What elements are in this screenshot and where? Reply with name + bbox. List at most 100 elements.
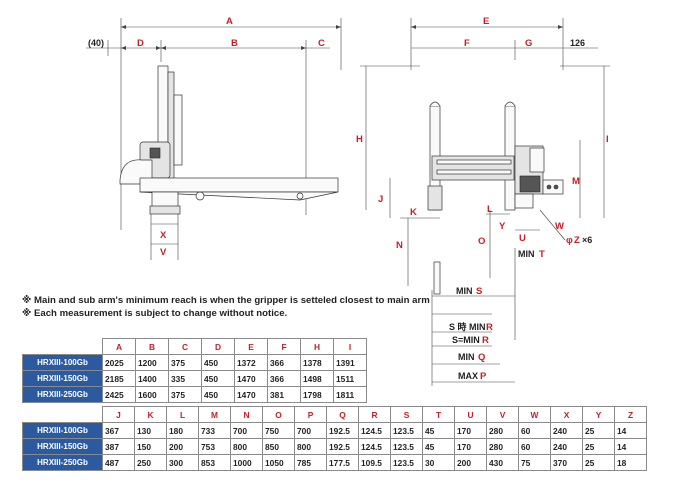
value-cell: 2185 bbox=[102, 370, 136, 387]
model-cell: HRXIII-250Gb bbox=[22, 454, 103, 471]
value-cell: 1050 bbox=[262, 454, 295, 471]
value-cell: 1372 bbox=[234, 354, 268, 371]
model-cell: HRXIII-250Gb bbox=[22, 386, 103, 403]
value-cell: 450 bbox=[201, 386, 235, 403]
value-cell: 177.5 bbox=[326, 454, 359, 471]
value-cell: 280 bbox=[486, 438, 519, 455]
value-cell: 192.5 bbox=[326, 438, 359, 455]
value-cell: 45 bbox=[422, 422, 455, 439]
value-cell: 753 bbox=[198, 438, 231, 455]
phi-z-suffix: ×6 bbox=[582, 235, 592, 245]
maxp-suffix: P bbox=[480, 371, 487, 382]
value-cell: 800 bbox=[294, 438, 327, 455]
value-cell: 1470 bbox=[234, 370, 268, 387]
value-cell: 1511 bbox=[333, 370, 367, 387]
value-cell: 1498 bbox=[300, 370, 334, 387]
col-header: X bbox=[550, 406, 583, 423]
value-cell: 387 bbox=[102, 438, 135, 455]
minq-prefix: MIN bbox=[458, 352, 475, 362]
value-cell: 450 bbox=[201, 354, 235, 371]
value-cell: 25 bbox=[582, 422, 615, 439]
value-cell: 75 bbox=[518, 454, 551, 471]
table-row: HRXIII-100Gb 2025 1200 375 450 1372 366 … bbox=[22, 354, 367, 371]
col-header: F bbox=[267, 338, 301, 355]
value-cell: 700 bbox=[294, 422, 327, 439]
table-header-row: J K L M N O P Q R S T U V W X Y Z bbox=[23, 406, 647, 423]
value-cell: 170 bbox=[454, 438, 487, 455]
value-cell: 785 bbox=[294, 454, 327, 471]
left-view: A (40) D B C X V bbox=[86, 16, 342, 260]
dim-label-e: E bbox=[483, 16, 489, 27]
dim-label-c: C bbox=[318, 38, 325, 49]
mint-prefix: MIN bbox=[518, 249, 535, 259]
col-header: Q bbox=[326, 406, 359, 423]
col-header: K bbox=[134, 406, 167, 423]
value-cell: 366 bbox=[267, 354, 301, 371]
dim-label-m: M bbox=[572, 176, 580, 187]
dim-label-g: G bbox=[525, 38, 532, 49]
model-cell: HRXIII-150Gb bbox=[22, 438, 103, 455]
value-cell: 1391 bbox=[333, 354, 367, 371]
table-row: HRXIII-150Gb 387 150 200 753 800 850 800… bbox=[22, 438, 647, 455]
value-cell: 200 bbox=[166, 438, 199, 455]
dim-label-n: N bbox=[396, 240, 403, 251]
col-header: N bbox=[230, 406, 263, 423]
value-cell: 170 bbox=[454, 422, 487, 439]
sminr-prefix: S 時 MIN bbox=[449, 321, 486, 332]
dim-label-f: F bbox=[464, 38, 470, 49]
dim-label-forty: (40) bbox=[88, 38, 104, 48]
dim-label-a: A bbox=[226, 16, 233, 27]
value-cell: 450 bbox=[201, 370, 235, 387]
value-cell: 1798 bbox=[300, 386, 334, 403]
value-cell: 430 bbox=[486, 454, 519, 471]
dim-label-w: W bbox=[555, 221, 564, 232]
value-cell: 1400 bbox=[135, 370, 169, 387]
col-header: A bbox=[102, 338, 136, 355]
value-cell: 124.5 bbox=[358, 438, 391, 455]
value-cell: 18 bbox=[614, 454, 647, 471]
dim-label-b: B bbox=[231, 38, 238, 49]
value-cell: 1470 bbox=[234, 386, 268, 403]
value-cell: 381 bbox=[267, 386, 301, 403]
dim-label-o: O bbox=[478, 236, 485, 247]
value-cell: 850 bbox=[262, 438, 295, 455]
value-cell: 240 bbox=[550, 438, 583, 455]
value-cell: 800 bbox=[230, 438, 263, 455]
value-cell: 25 bbox=[582, 438, 615, 455]
mins-prefix: MIN bbox=[456, 286, 473, 296]
dim-label-u: U bbox=[519, 233, 526, 244]
note-line-1: ※ Main and sub arm's minimum reach is wh… bbox=[22, 295, 430, 306]
value-cell: 123.5 bbox=[390, 422, 423, 439]
mint-suffix: T bbox=[539, 249, 545, 260]
dim-label-k: K bbox=[410, 207, 417, 218]
value-cell: 192.5 bbox=[326, 422, 359, 439]
notes: ※ Main and sub arm's minimum reach is wh… bbox=[22, 294, 430, 320]
value-cell: 853 bbox=[198, 454, 231, 471]
col-header: C bbox=[168, 338, 202, 355]
value-cell: 25 bbox=[582, 454, 615, 471]
lower-dimensions: S 時 MIN R S=MIN R MIN Q MAX P bbox=[431, 290, 516, 386]
value-cell: 335 bbox=[168, 370, 202, 387]
value-cell: 45 bbox=[422, 438, 455, 455]
table-row: HRXIII-150Gb 2185 1400 335 450 1470 366 … bbox=[22, 370, 367, 387]
value-cell: 280 bbox=[486, 422, 519, 439]
col-header: Y bbox=[582, 406, 615, 423]
value-cell: 375 bbox=[168, 354, 202, 371]
col-header: H bbox=[300, 338, 334, 355]
value-cell: 370 bbox=[550, 454, 583, 471]
col-header: V bbox=[486, 406, 519, 423]
value-cell: 750 bbox=[262, 422, 295, 439]
col-header: U bbox=[454, 406, 487, 423]
dim-label-d: D bbox=[137, 38, 144, 49]
table-corner bbox=[23, 407, 103, 423]
value-cell: 2425 bbox=[102, 386, 136, 403]
col-header: P bbox=[294, 406, 327, 423]
col-header: M bbox=[198, 406, 231, 423]
col-header: I bbox=[333, 338, 367, 355]
value-cell: 14 bbox=[614, 422, 647, 439]
dim-label-v: V bbox=[160, 247, 167, 258]
value-cell: 1600 bbox=[135, 386, 169, 403]
table-header-row: A B C D E F H I bbox=[23, 338, 367, 355]
value-cell: 180 bbox=[166, 422, 199, 439]
dim-label-126: 126 bbox=[570, 38, 585, 48]
